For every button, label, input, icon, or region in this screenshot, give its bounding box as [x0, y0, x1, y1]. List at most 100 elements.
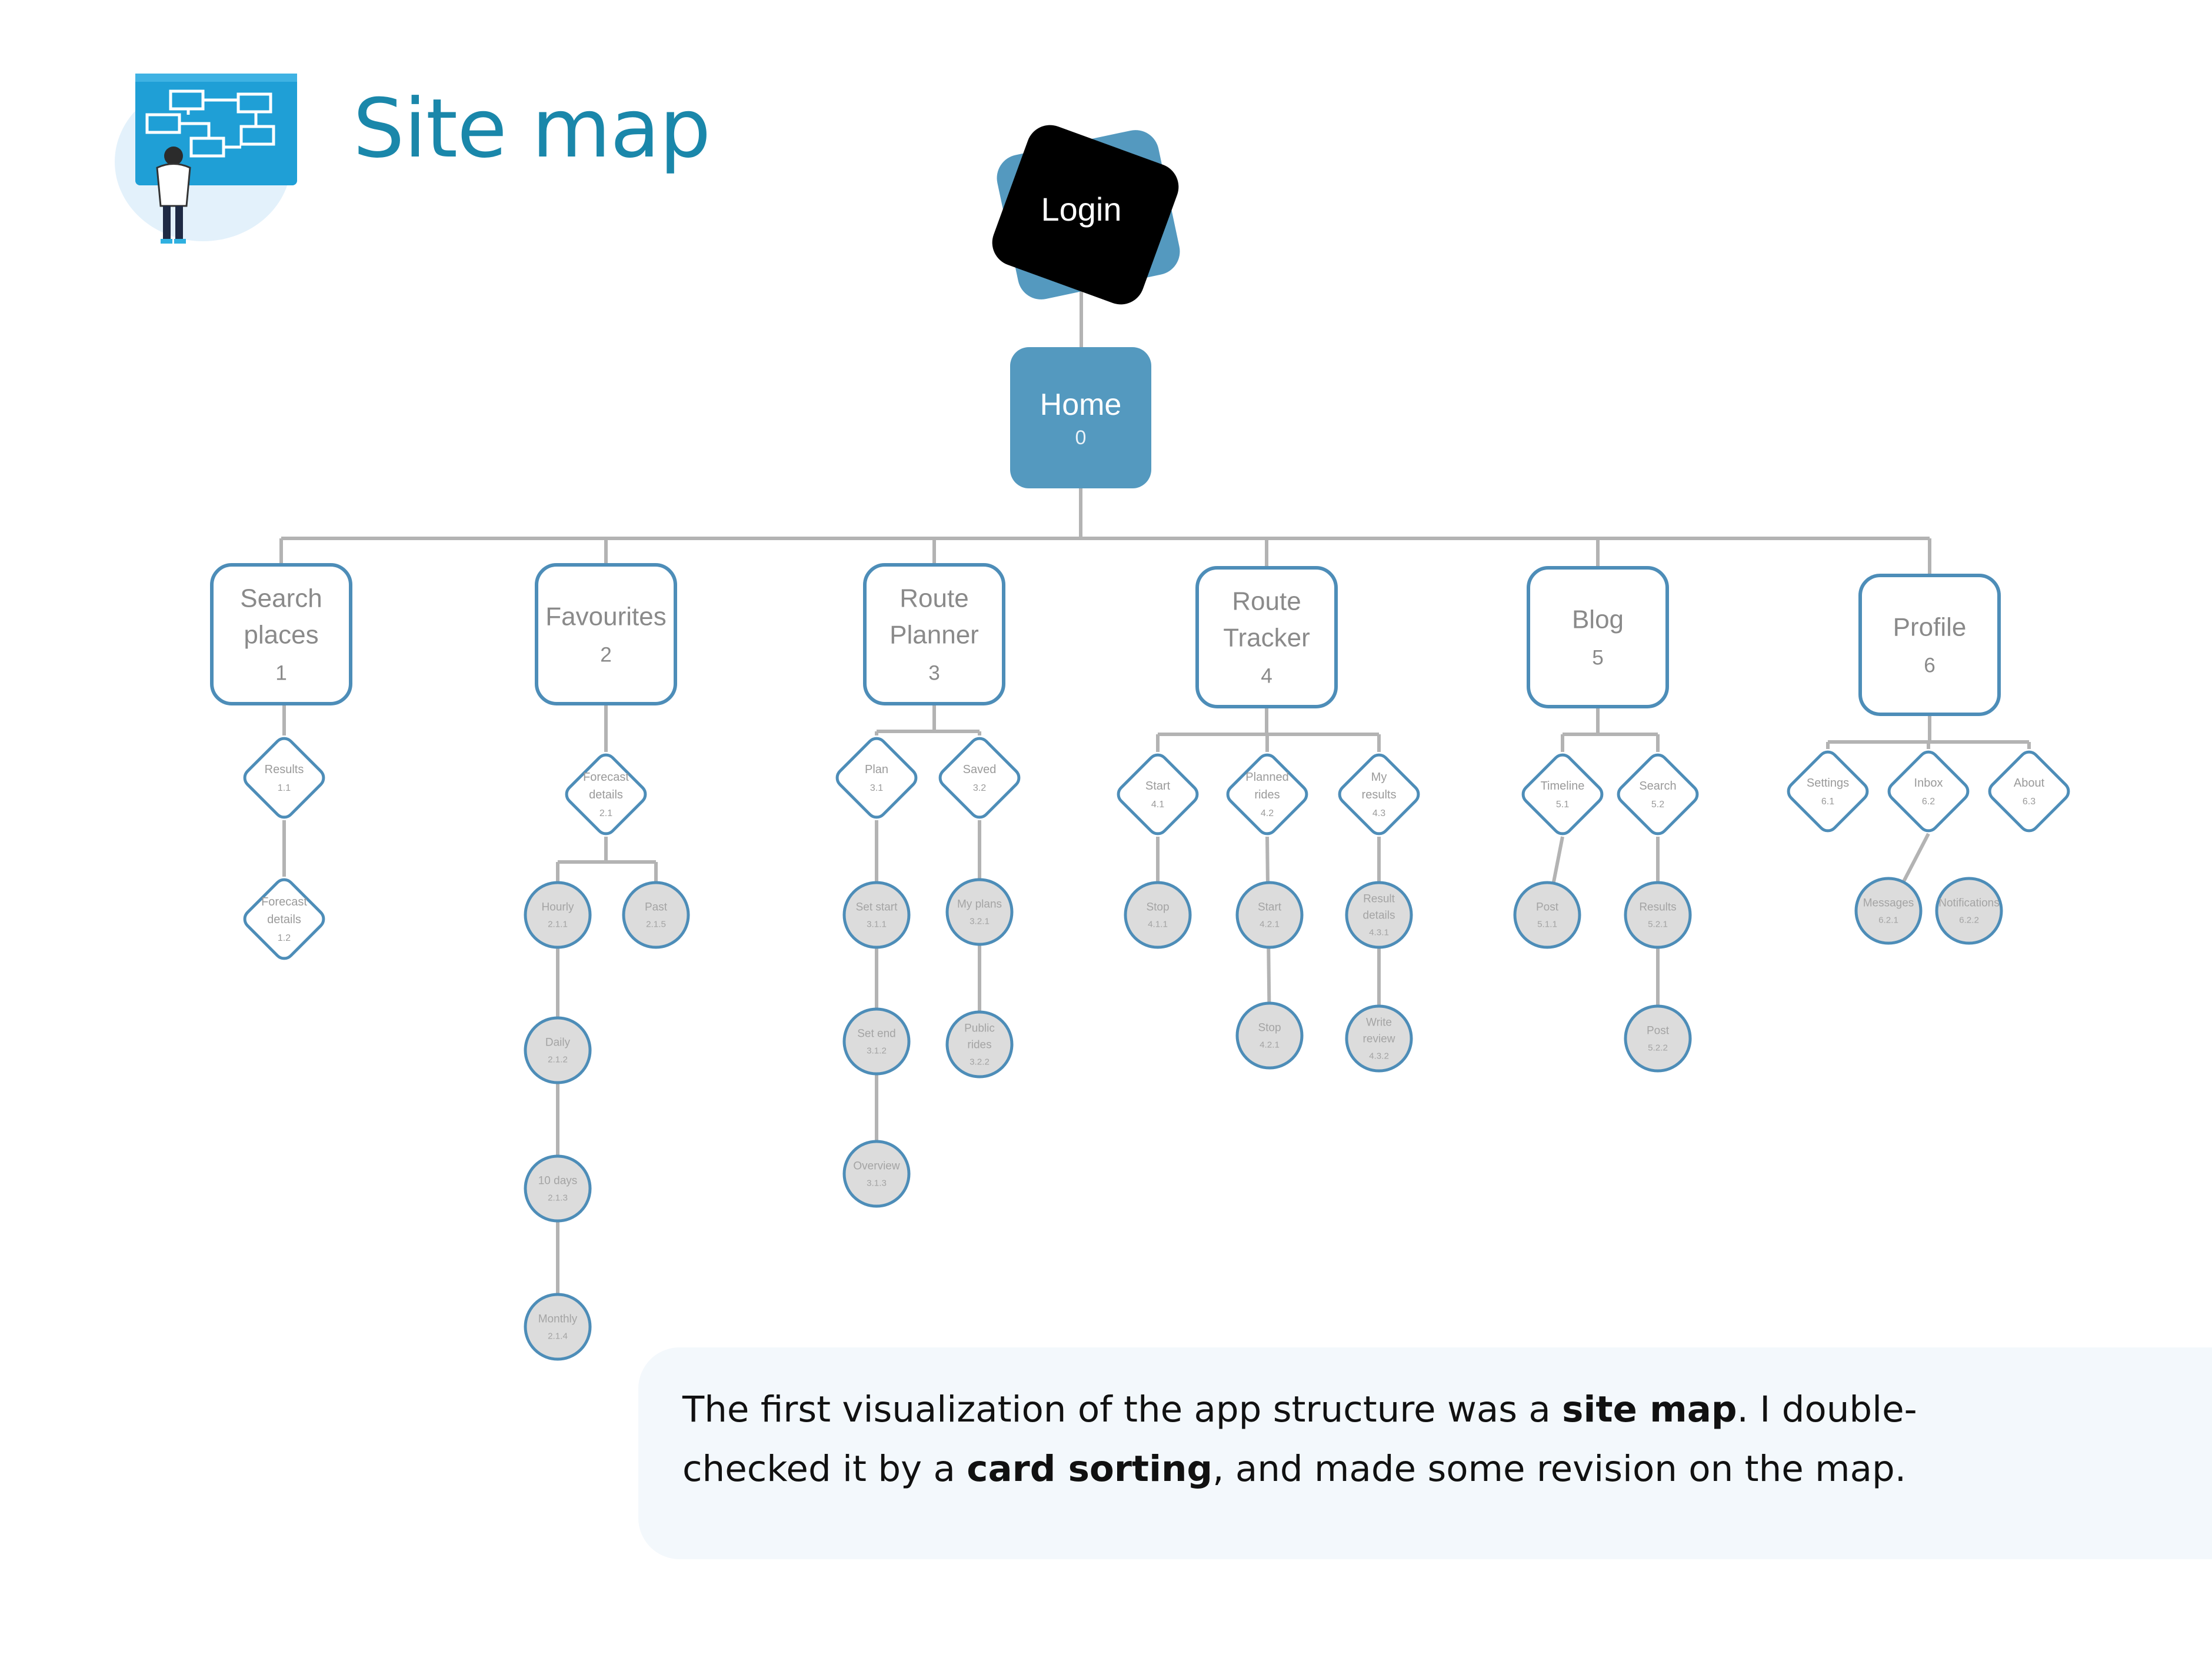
- node-label: My plans: [957, 898, 1002, 911]
- subpage-node: Inbox 6.2: [1887, 750, 1970, 833]
- node-number: 3.1: [870, 783, 883, 793]
- node-label: Daily: [545, 1037, 571, 1049]
- login-node: Login: [992, 125, 1180, 305]
- node-number: 2.1: [599, 808, 612, 818]
- node-label: Forecast: [583, 771, 629, 784]
- node-number: 4.3: [1372, 808, 1385, 818]
- node-label: Set start: [856, 901, 898, 914]
- node-number: 2.1.3: [548, 1193, 568, 1203]
- node-number: 3.2: [973, 783, 986, 793]
- node-number: 1.1: [278, 783, 291, 793]
- node-number: 6.2.1: [1878, 916, 1898, 926]
- node-label: rides: [1254, 788, 1280, 801]
- node-number: 4.2: [1261, 808, 1274, 818]
- node-number: 6.2.2: [1959, 916, 1979, 926]
- node-number: 3.1.2: [867, 1046, 887, 1056]
- node-label: About: [2014, 777, 2045, 790]
- node-number: 4.2.1: [1260, 1040, 1280, 1050]
- detail-node: Messages 6.2.1: [1854, 877, 1923, 945]
- node-number: 3.1.3: [867, 1179, 887, 1189]
- node-label: Messages: [1863, 897, 1914, 910]
- note-keyword-site-map: site map: [1562, 1389, 1737, 1430]
- node-number: 6.2: [1922, 797, 1935, 807]
- node-number: 2: [600, 643, 612, 666]
- node-label: places: [244, 620, 318, 649]
- node-number: 3: [928, 661, 940, 684]
- node-label: Plan: [865, 763, 888, 776]
- node-label: rides: [967, 1039, 991, 1051]
- node-number: 5.1: [1556, 800, 1569, 810]
- login-label: Login: [1041, 191, 1121, 228]
- subpage-node: Plan 3.1: [835, 737, 918, 819]
- node-number: 6.1: [1821, 797, 1834, 807]
- node-label: 10 days: [538, 1175, 578, 1187]
- node-label: Planner: [890, 620, 979, 649]
- node-label: Saved: [963, 763, 997, 776]
- node-number: 4: [1261, 664, 1272, 687]
- node-number: 4.2.1: [1260, 920, 1280, 930]
- node-label: Profile: [1893, 613, 1967, 641]
- node-label: Result: [1363, 893, 1395, 906]
- node-label: Post: [1536, 901, 1559, 914]
- node-label: Route: [900, 584, 968, 613]
- node-label: Tracker: [1223, 623, 1310, 652]
- subpage-node: Forecast details 2.1: [565, 753, 647, 836]
- subpage-node: Saved 3.2: [938, 737, 1021, 819]
- page-title: Site map: [353, 81, 711, 176]
- node-number: 3.2.1: [970, 917, 990, 927]
- node-label: Hourly: [542, 901, 574, 914]
- node-number: 4.3.2: [1369, 1051, 1389, 1061]
- node-number: 5.2.2: [1648, 1043, 1668, 1053]
- sitemap-board-person-icon: [115, 74, 297, 244]
- detail-node: Overview 3.1.3: [842, 1140, 911, 1208]
- detail-node: My plans 3.2.1: [945, 878, 1014, 946]
- note-keyword-card-sorting: card sorting: [967, 1448, 1213, 1490]
- node-label: Planned: [1245, 771, 1288, 784]
- node-label: results: [1362, 788, 1397, 801]
- home-node: Home 0: [1010, 347, 1151, 488]
- node-label: Write: [1366, 1017, 1392, 1029]
- detail-node: 10 days 2.1.3: [524, 1154, 592, 1223]
- node-number: 2.1.5: [646, 920, 666, 930]
- detail-node: Daily 2.1.2: [524, 1016, 592, 1084]
- node-label: details: [589, 788, 623, 801]
- node-label: Overview: [853, 1160, 900, 1173]
- note-panel: [638, 1347, 2212, 1559]
- note-text-part: The first visualization of the app struc…: [682, 1389, 1563, 1430]
- node-label: Timeline: [1541, 780, 1585, 793]
- node-label: Settings: [1807, 777, 1849, 790]
- subpage-node: Settings 6.1: [1787, 750, 1869, 833]
- subpage-node: Planned rides 4.2: [1226, 753, 1308, 836]
- node-number: 2.1.4: [548, 1332, 568, 1342]
- node-number: 2.1.2: [548, 1055, 568, 1065]
- site-map-tree: Searchplaces1Results1.1Forecastdetails1.…: [210, 563, 2070, 1361]
- node-label: Start: [1258, 901, 1282, 914]
- subpage-node: Timeline 5.1: [1521, 753, 1604, 836]
- node-number: 6.3: [2023, 797, 2036, 807]
- node-number: 4.1.1: [1148, 920, 1168, 930]
- node-label: Forecast: [261, 896, 307, 908]
- node-number: 5.2: [1651, 800, 1664, 810]
- node-label: Post: [1647, 1025, 1670, 1037]
- node-label: Inbox: [1914, 777, 1943, 790]
- node-label: Stop: [1146, 901, 1169, 914]
- node-label: Start: [1145, 780, 1171, 793]
- home-label: Home: [1040, 388, 1122, 422]
- node-number: 4.3.1: [1369, 928, 1389, 938]
- node-label: Blog: [1572, 605, 1624, 634]
- note-text-part: . I double-checked it by a: [682, 1389, 1917, 1490]
- note-text: The first visualization of the app struc…: [682, 1380, 2053, 1499]
